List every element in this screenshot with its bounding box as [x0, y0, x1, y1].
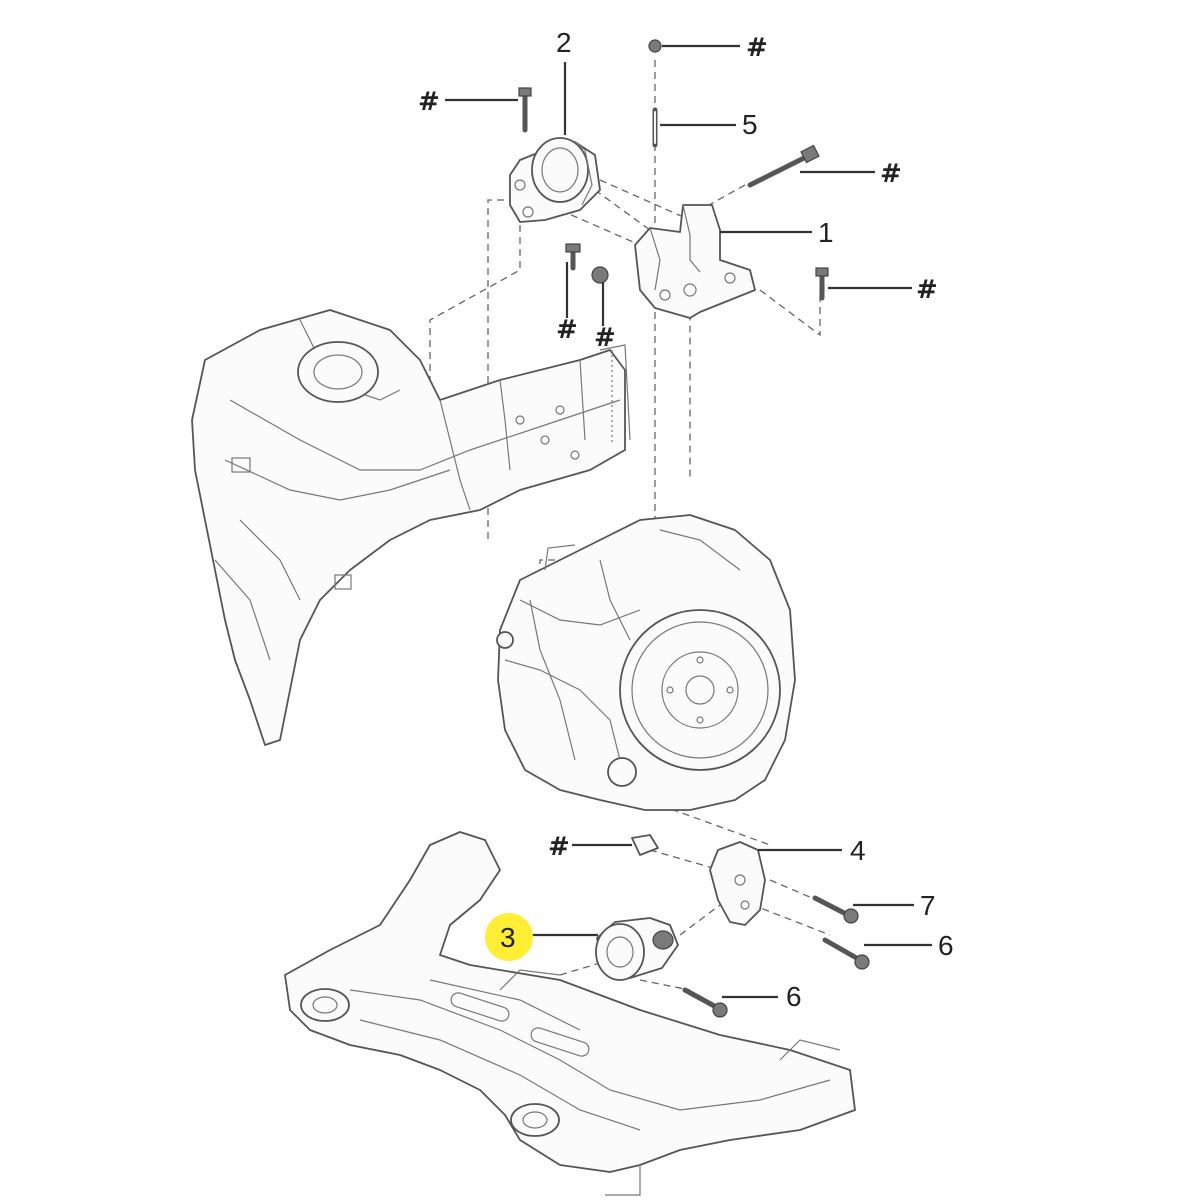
- mount-bracket: [634, 204, 756, 319]
- leader-lines: [445, 44, 932, 999]
- fastener-marker-under-mount-bolt: #: [556, 315, 578, 345]
- callout-labels: 2 5 1 4 7 6 6 3: [500, 27, 954, 1012]
- fasteners: [518, 39, 870, 1018]
- callout-5: 5: [742, 109, 758, 140]
- top-engine-mount: [509, 137, 601, 223]
- callout-2: 2: [556, 27, 572, 58]
- rear-mount-bracket: [709, 841, 766, 926]
- transaxle-assembly: [496, 514, 796, 811]
- fastener-marker-long-bolt: #: [880, 159, 902, 189]
- callout-6-lower: 6: [786, 981, 802, 1012]
- callout-7: 7: [920, 890, 936, 921]
- fastener-marker-under-mount-nut: #: [594, 323, 616, 353]
- callout-3-highlight: [485, 913, 533, 961]
- fastener-marker-lower-stud: #: [548, 832, 570, 862]
- fastener-marker-top-left: #: [418, 87, 440, 117]
- fastener-marker-top-nut: #: [746, 33, 768, 63]
- body-frame-rail: [191, 309, 631, 746]
- callout-1: 1: [818, 217, 834, 248]
- front-subframe: [284, 831, 856, 1196]
- callout-3: 3: [500, 922, 516, 953]
- callout-4: 4: [850, 835, 866, 866]
- rear-roll-mount: [595, 917, 679, 981]
- callout-6-right: 6: [938, 930, 954, 961]
- fastener-markers: # # # # # # #: [418, 33, 938, 862]
- fastener-marker-bracket-bolt: #: [916, 275, 938, 305]
